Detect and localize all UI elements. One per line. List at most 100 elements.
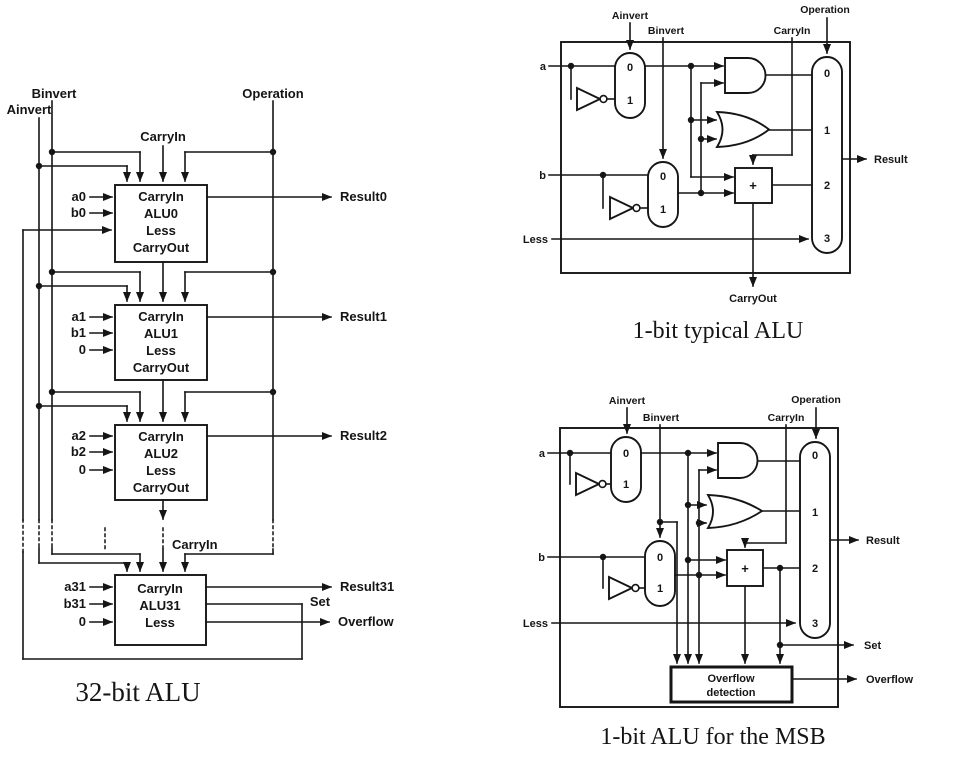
carryin-top-label: CarryIn	[140, 129, 186, 144]
not-gate-b	[609, 195, 636, 221]
overflow-label: Overflow	[338, 614, 395, 629]
typical-alu-diagram: Ainvert Binvert CarryIn Operation a b Le…	[523, 4, 908, 344]
alu2-row2: ALU2	[144, 446, 178, 461]
alu0-row2: ALU0	[144, 206, 178, 221]
msb-alu-diagram: Ainvert Binvert CarryIn Operation a b Le…	[523, 394, 914, 750]
alu31-box	[114, 574, 207, 646]
b1-label: b1	[71, 325, 86, 340]
alu32-set-feedback-wire	[22, 226, 303, 660]
typical-b-path	[548, 171, 649, 221]
msb-b-path	[547, 553, 646, 601]
alu32-stage-inputs	[89, 193, 113, 626]
msb-carryin-label: CarryIn	[768, 412, 805, 424]
alu32-stage0-taps	[35, 145, 277, 182]
msb-adder-plus: +	[741, 561, 749, 576]
alu2-row3: Less	[146, 463, 176, 478]
alu31-row1: CarryIn	[137, 581, 183, 596]
b-invert-mux	[647, 161, 679, 228]
zero2-label: 0	[79, 462, 86, 477]
typical-sel-3: 3	[824, 233, 830, 245]
alu1-row1: CarryIn	[138, 309, 184, 324]
msb-internal-wires	[551, 449, 859, 683]
alu32-stage1-taps	[35, 261, 277, 302]
a2-label: a2	[72, 428, 86, 443]
alu32-stage31-taps	[38, 553, 274, 572]
typical-a-path	[548, 62, 616, 112]
typical-ainvert-label: Ainvert	[612, 10, 649, 22]
msb-binvert-label: Binvert	[643, 412, 680, 424]
alu32-control-lines	[38, 100, 274, 564]
adder-box	[734, 167, 773, 204]
typical-enclosure	[560, 41, 851, 274]
alu0-box	[114, 184, 208, 263]
typical-sel-1: 1	[824, 125, 830, 137]
msb-ainvert-label: Ainvert	[609, 395, 646, 407]
b2-label: b2	[71, 444, 86, 459]
zero1-label: 0	[79, 342, 86, 357]
a31-label: a31	[64, 579, 86, 594]
typical-binvert-label: Binvert	[648, 25, 685, 37]
typical-carryout-label: CarryOut	[729, 293, 777, 305]
alu31-row2: ALU31	[139, 598, 180, 613]
msb-less-label: Less	[523, 618, 548, 630]
zero31-label: 0	[79, 614, 86, 629]
result2-label: Result2	[340, 428, 387, 443]
binvert-label: Binvert	[32, 86, 77, 101]
overflow-detection-box	[669, 665, 794, 704]
msb-overflow-label: Overflow	[866, 674, 914, 686]
typical-control-lines	[626, 17, 831, 165]
operation-label: Operation	[242, 86, 303, 101]
ainvert-label: Ainvert	[7, 102, 52, 117]
msb-b-label: b	[538, 552, 545, 564]
msb-set-label: Set	[864, 640, 881, 652]
alu0-row1: CarryIn	[138, 189, 184, 204]
alu32-caption: 32-bit ALU	[75, 677, 200, 707]
b0-label: b0	[71, 205, 86, 220]
msb-a-path	[547, 449, 612, 497]
alu1-row3: Less	[146, 343, 176, 358]
msb-sel-0: 0	[812, 450, 818, 462]
msb-b-invert-mux	[644, 540, 676, 607]
msb-control-lines	[623, 407, 820, 664]
msb-adder-box	[726, 549, 764, 587]
typical-operation-label: Operation	[800, 4, 850, 16]
or-gate	[715, 110, 771, 149]
alu31-row3: Less	[145, 615, 175, 630]
typical-carryin-label: CarryIn	[774, 25, 811, 37]
msb-or-gate	[706, 493, 764, 530]
msb-operation-mux	[799, 441, 831, 639]
typical-sel-0: 0	[824, 68, 830, 80]
alu0-row3: Less	[146, 223, 176, 238]
alu1-box	[114, 304, 208, 381]
msb-sel-3: 3	[812, 618, 818, 630]
msb-a-invert-mux	[610, 436, 642, 503]
typical-adder-plus: +	[749, 178, 757, 193]
typical-sel-2: 2	[824, 180, 830, 192]
a1-label: a1	[72, 309, 86, 324]
typical-bmux-0: 0	[660, 171, 666, 183]
alu0-row4: CarryOut	[133, 240, 190, 255]
msb-amux-1: 1	[623, 479, 629, 491]
result31-label: Result31	[340, 579, 394, 594]
b31-label: b31	[64, 596, 86, 611]
and-gate	[724, 57, 767, 94]
msb-enclosure	[559, 427, 839, 708]
msb-bmux-1: 1	[657, 583, 663, 595]
msb-not-gate-b	[608, 575, 635, 601]
operation-mux	[811, 56, 843, 254]
alu32-stage2-taps	[35, 379, 277, 422]
msb-sel-2: 2	[812, 563, 818, 575]
typical-amux-0: 0	[627, 62, 633, 74]
alu32-diagram: Binvert Ainvert Operation CarryIn a0 b0 …	[7, 86, 395, 707]
alu2-row4: CarryOut	[133, 480, 190, 495]
overflow-detection-line2: detection	[707, 687, 756, 699]
msb-result-label: Result	[866, 535, 900, 547]
msb-not-gate-a	[575, 471, 602, 497]
alu32-ellipsis-region	[104, 499, 167, 572]
result0-label: Result0	[340, 189, 387, 204]
typical-result-label: Result	[874, 154, 908, 166]
alu1-row2: ALU1	[144, 326, 178, 341]
carryin-mid-label: CarryIn	[172, 537, 218, 552]
